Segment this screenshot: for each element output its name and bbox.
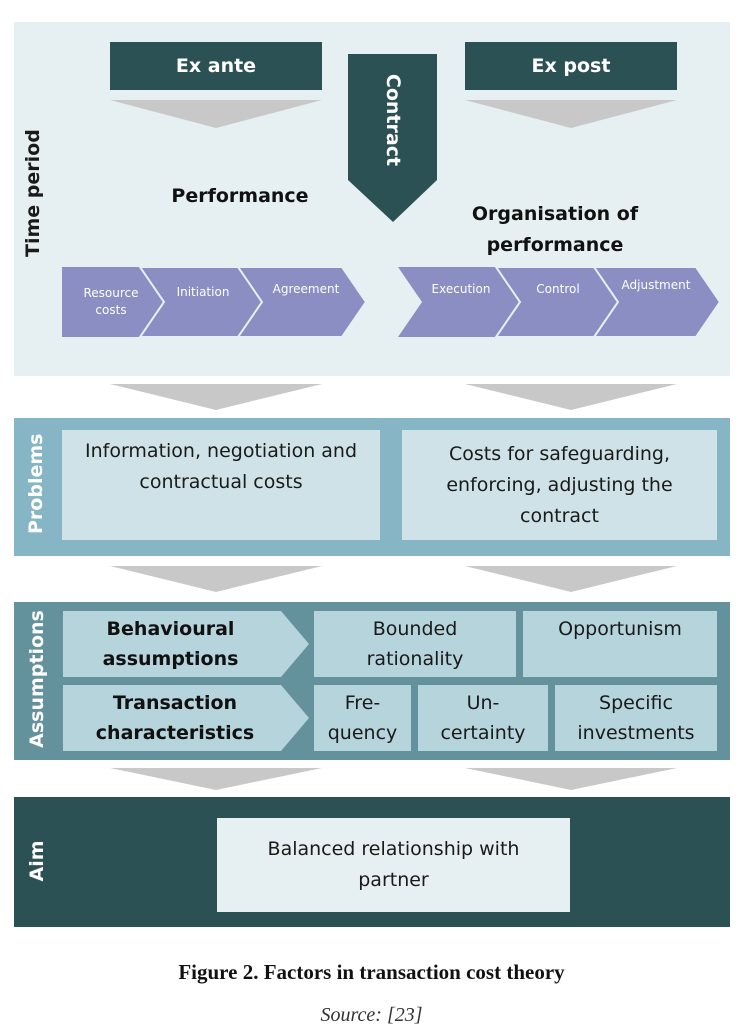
assumptions-label: Assumptions xyxy=(26,610,48,748)
ex-ante-label: Ex ante xyxy=(175,55,257,77)
opportunism-box: Opportunism xyxy=(523,611,717,677)
transaction-characteristics-box: Transaction characteristics xyxy=(95,692,255,744)
chevron-agreement xyxy=(236,267,368,338)
contract-label: Contract xyxy=(382,73,404,167)
ex-ante-box: Ex ante xyxy=(110,42,322,90)
time-period-label: Time period xyxy=(22,129,44,257)
problems-left-box: Information, negotiation and contractual… xyxy=(62,430,380,540)
performance-heading: Performance xyxy=(171,185,309,207)
figure-source: Source: [23] xyxy=(320,1004,423,1026)
step-initiation: Initiation xyxy=(176,285,230,299)
aim-box: Balanced relationship with partner xyxy=(217,818,570,912)
ex-ante-arrow xyxy=(110,100,322,128)
right-chevron-row xyxy=(398,267,722,338)
problems-label: Problems xyxy=(25,433,47,534)
problems-right-box: Costs for safeguarding, enforcing, adjus… xyxy=(402,430,717,540)
specific-investments-box: Specific investments xyxy=(555,685,717,751)
chevron-adjustment xyxy=(592,267,722,338)
contract-arrow-shape xyxy=(348,54,437,222)
step-adjustment: Adjustment xyxy=(621,278,691,292)
organisation-heading-line2: performance xyxy=(486,234,624,256)
ex-post-box: Ex post xyxy=(465,42,677,90)
step-agreement: Agreement xyxy=(272,282,340,296)
step-execution: Execution xyxy=(431,282,491,296)
step-resource-costs: Resource costs xyxy=(83,286,139,317)
step-control: Control xyxy=(536,282,580,296)
transaction-arrow-shape xyxy=(63,685,309,751)
arrow-to-problems xyxy=(110,384,677,410)
figure-caption: Figure 2. Factors in transaction cost th… xyxy=(178,960,565,984)
bounded-rationality-box: Bounded rationality xyxy=(314,611,516,677)
behavioural-arrow-shape xyxy=(63,611,309,677)
ex-post-label: Ex post xyxy=(531,55,611,77)
chevron-execution xyxy=(398,267,522,337)
uncertainty-box: Un- certainty xyxy=(418,685,548,751)
chevron-resource-costs xyxy=(62,267,166,337)
organisation-heading-line1: Organisation of xyxy=(471,203,639,225)
behavioural-assumptions-box: Behavioural assumptions xyxy=(102,618,239,670)
ex-post-arrow xyxy=(465,100,677,128)
frequency-box: Fre- quency xyxy=(314,685,411,751)
arrow-to-assumptions xyxy=(110,566,677,592)
aim-label: Aim xyxy=(26,840,48,882)
left-chevron-row xyxy=(62,267,368,338)
arrow-to-aim xyxy=(110,768,677,790)
